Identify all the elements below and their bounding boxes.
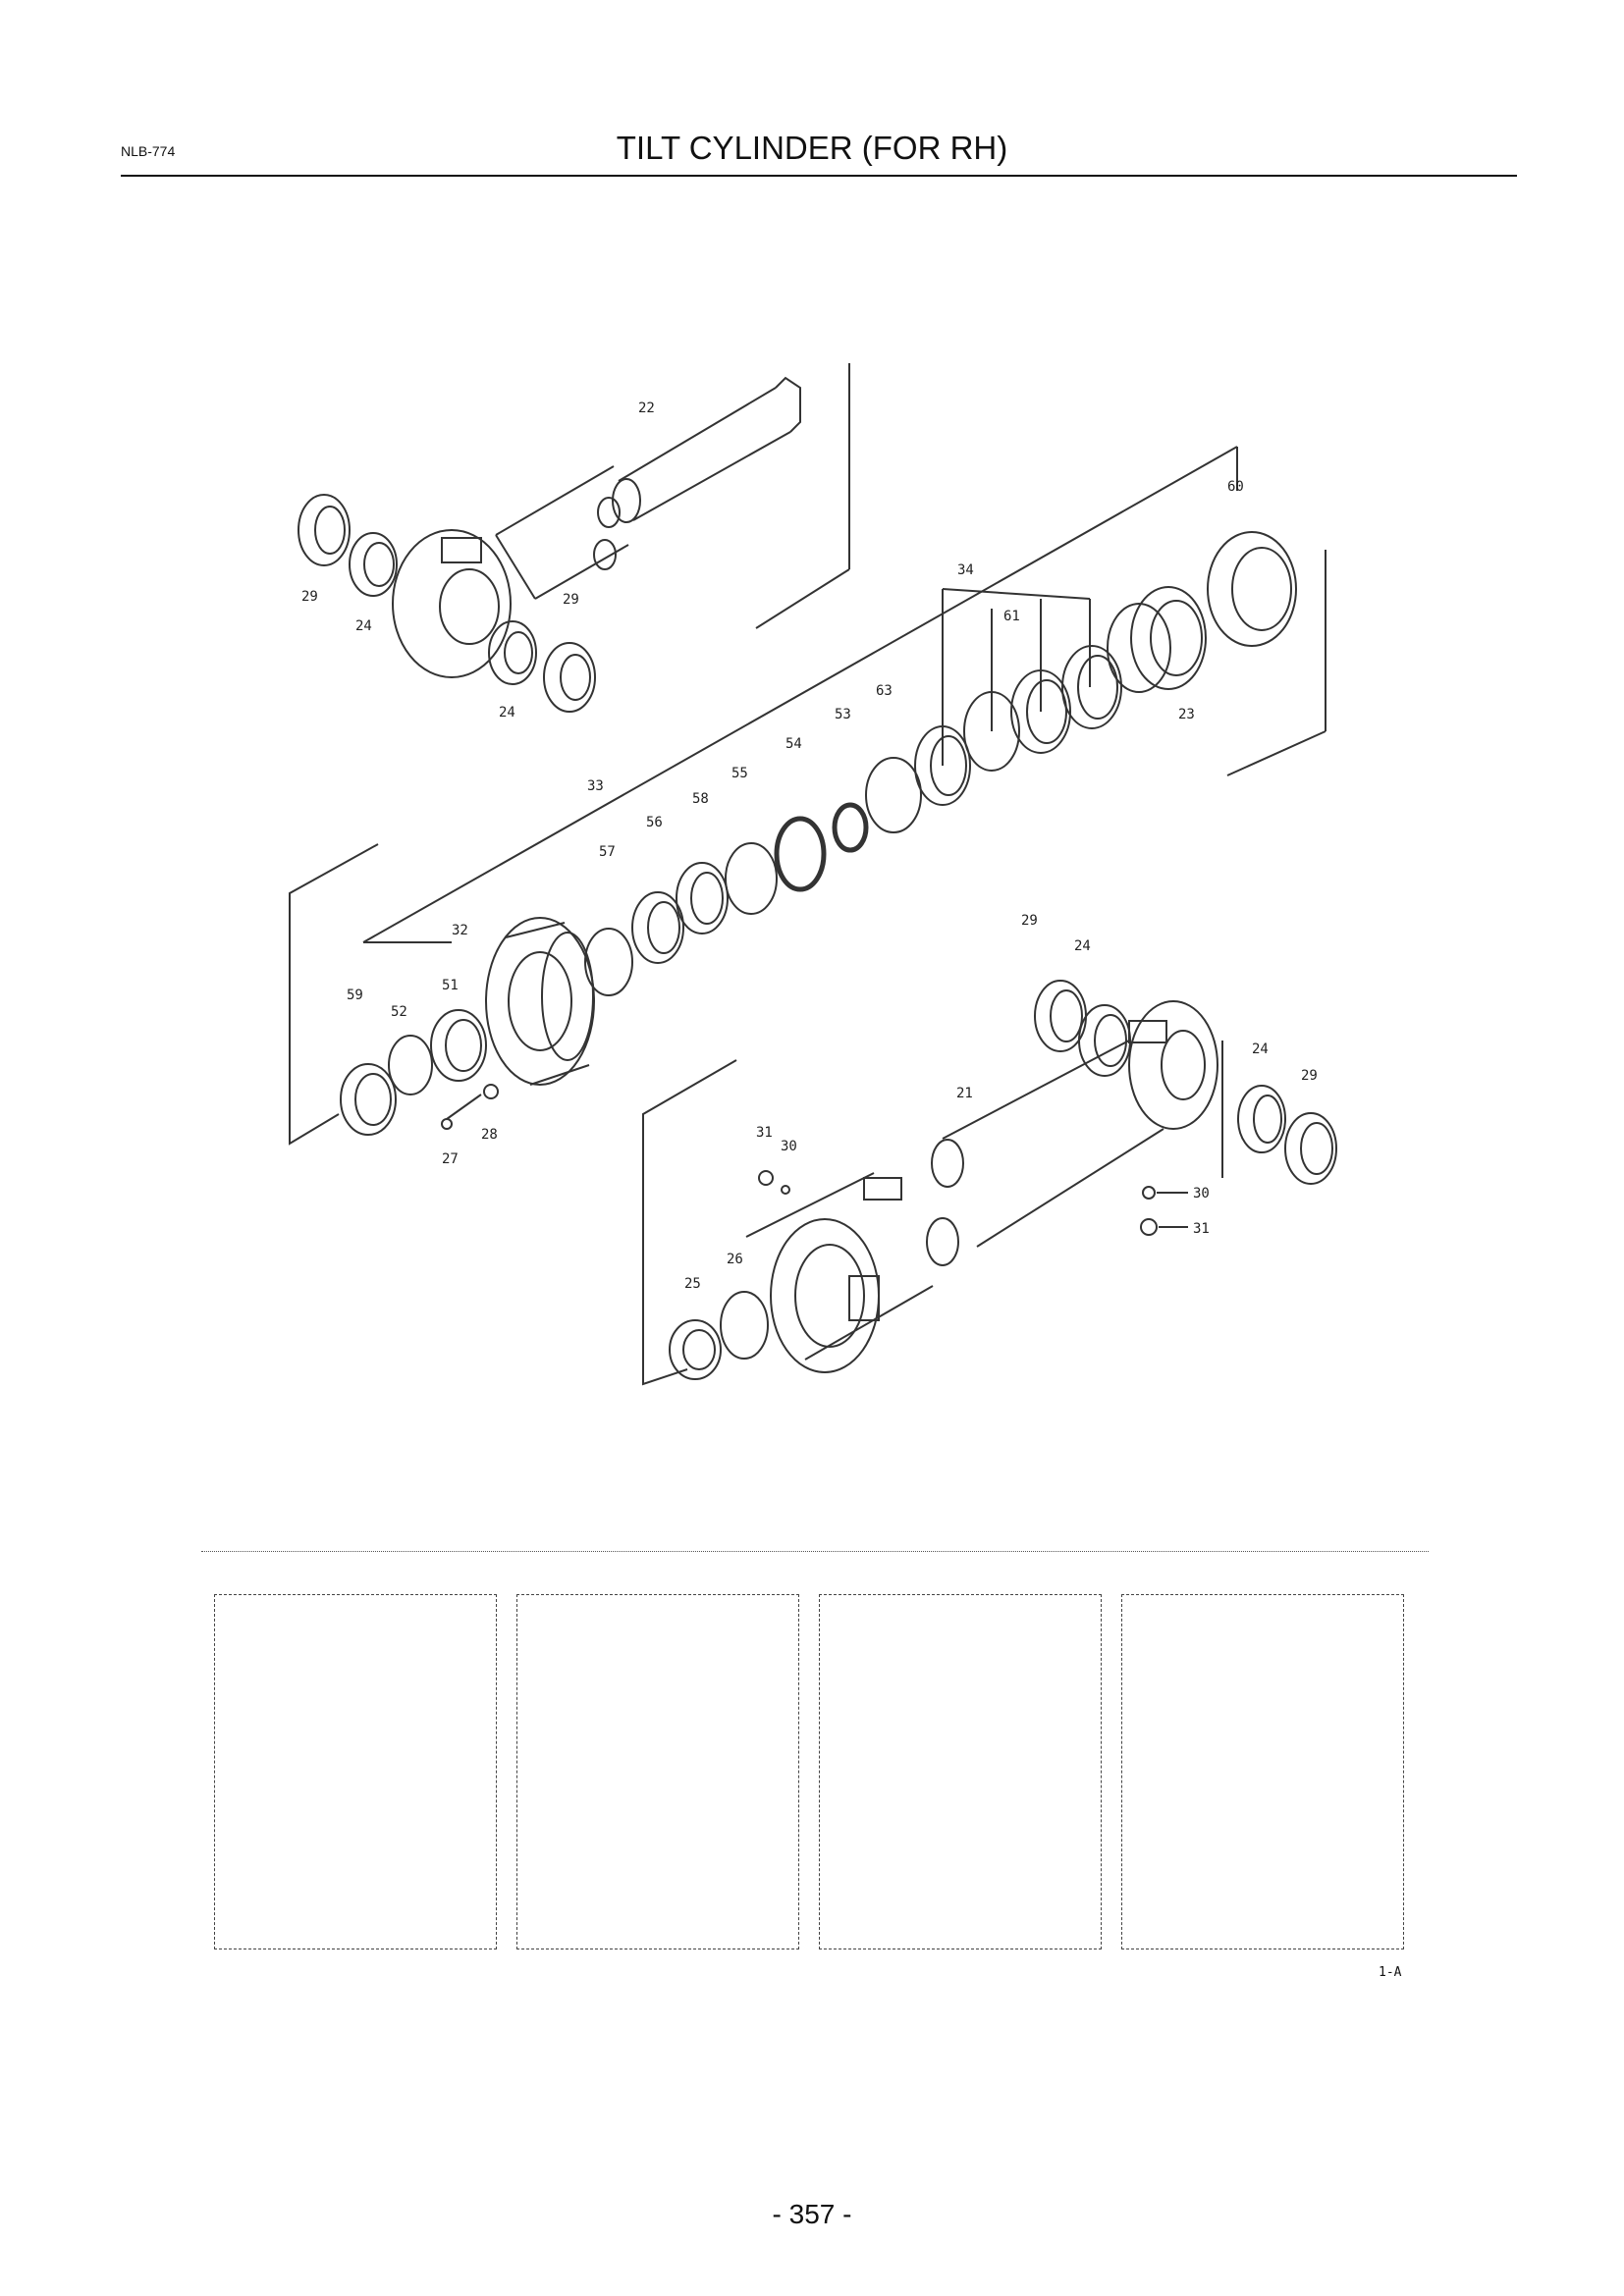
callout-57: 57 xyxy=(599,844,616,860)
callout-24: 24 xyxy=(499,705,515,721)
exploded-parts-diagram: 22 29 24 29 24 60 34 61 63 53 54 23 55 5… xyxy=(289,363,1337,1386)
page-number: - 357 - xyxy=(772,2199,852,2229)
callout-22: 22 xyxy=(638,400,655,416)
callout-24: 24 xyxy=(1252,1041,1269,1057)
parts-box-3 xyxy=(819,1594,1102,1949)
callout-32: 32 xyxy=(452,923,468,938)
cylinder-tube-assembly xyxy=(642,980,1337,1386)
callout-23: 23 xyxy=(1178,707,1195,722)
title-rule xyxy=(121,175,1517,177)
callout-29: 29 xyxy=(1301,1068,1318,1084)
seal-kit-row xyxy=(362,446,1326,996)
callout-24: 24 xyxy=(1074,938,1091,954)
cylinder-head-assembly xyxy=(289,843,595,1146)
callout-21: 21 xyxy=(956,1086,973,1101)
callout-60: 60 xyxy=(1227,479,1244,495)
document-code: NLB-774 xyxy=(121,143,176,159)
callout-29: 29 xyxy=(1021,913,1038,929)
parts-box-4 xyxy=(1121,1594,1404,1949)
callout-56: 56 xyxy=(646,815,663,830)
callout-31: 31 xyxy=(1193,1221,1210,1237)
parts-box-1 xyxy=(214,1594,497,1949)
callout-34: 34 xyxy=(957,562,974,578)
callout-28: 28 xyxy=(481,1127,498,1143)
callout-52: 52 xyxy=(391,1004,407,1020)
callout-25: 25 xyxy=(684,1276,701,1292)
callout-27: 27 xyxy=(442,1151,459,1167)
callout-53: 53 xyxy=(835,707,851,722)
parts-box-2 xyxy=(516,1594,799,1949)
figure-code: 1-A xyxy=(1379,1965,1402,1980)
callout-55: 55 xyxy=(731,766,748,781)
callout-29: 29 xyxy=(301,589,318,605)
callout-58: 58 xyxy=(692,791,709,807)
callout-26: 26 xyxy=(727,1252,743,1267)
callout-51: 51 xyxy=(442,978,459,993)
callout-59: 59 xyxy=(347,988,363,1003)
callout-29: 29 xyxy=(563,592,579,608)
callout-33: 33 xyxy=(587,778,604,794)
callout-30: 30 xyxy=(781,1139,797,1154)
separator-rule xyxy=(201,1551,1429,1552)
callout-63: 63 xyxy=(876,683,893,699)
callout-61: 61 xyxy=(1003,609,1020,624)
callout-31: 31 xyxy=(756,1125,773,1141)
callout-54: 54 xyxy=(785,736,802,752)
rod-bushings xyxy=(298,494,596,713)
page-title: TILT CYLINDER (FOR RH) xyxy=(616,130,1008,166)
callout-labels: 22 29 24 29 24 60 34 61 63 53 54 23 55 5… xyxy=(301,400,1318,1292)
callout-30: 30 xyxy=(1193,1186,1210,1201)
piston-rod-assembly xyxy=(392,363,850,678)
callout-24: 24 xyxy=(355,618,372,634)
